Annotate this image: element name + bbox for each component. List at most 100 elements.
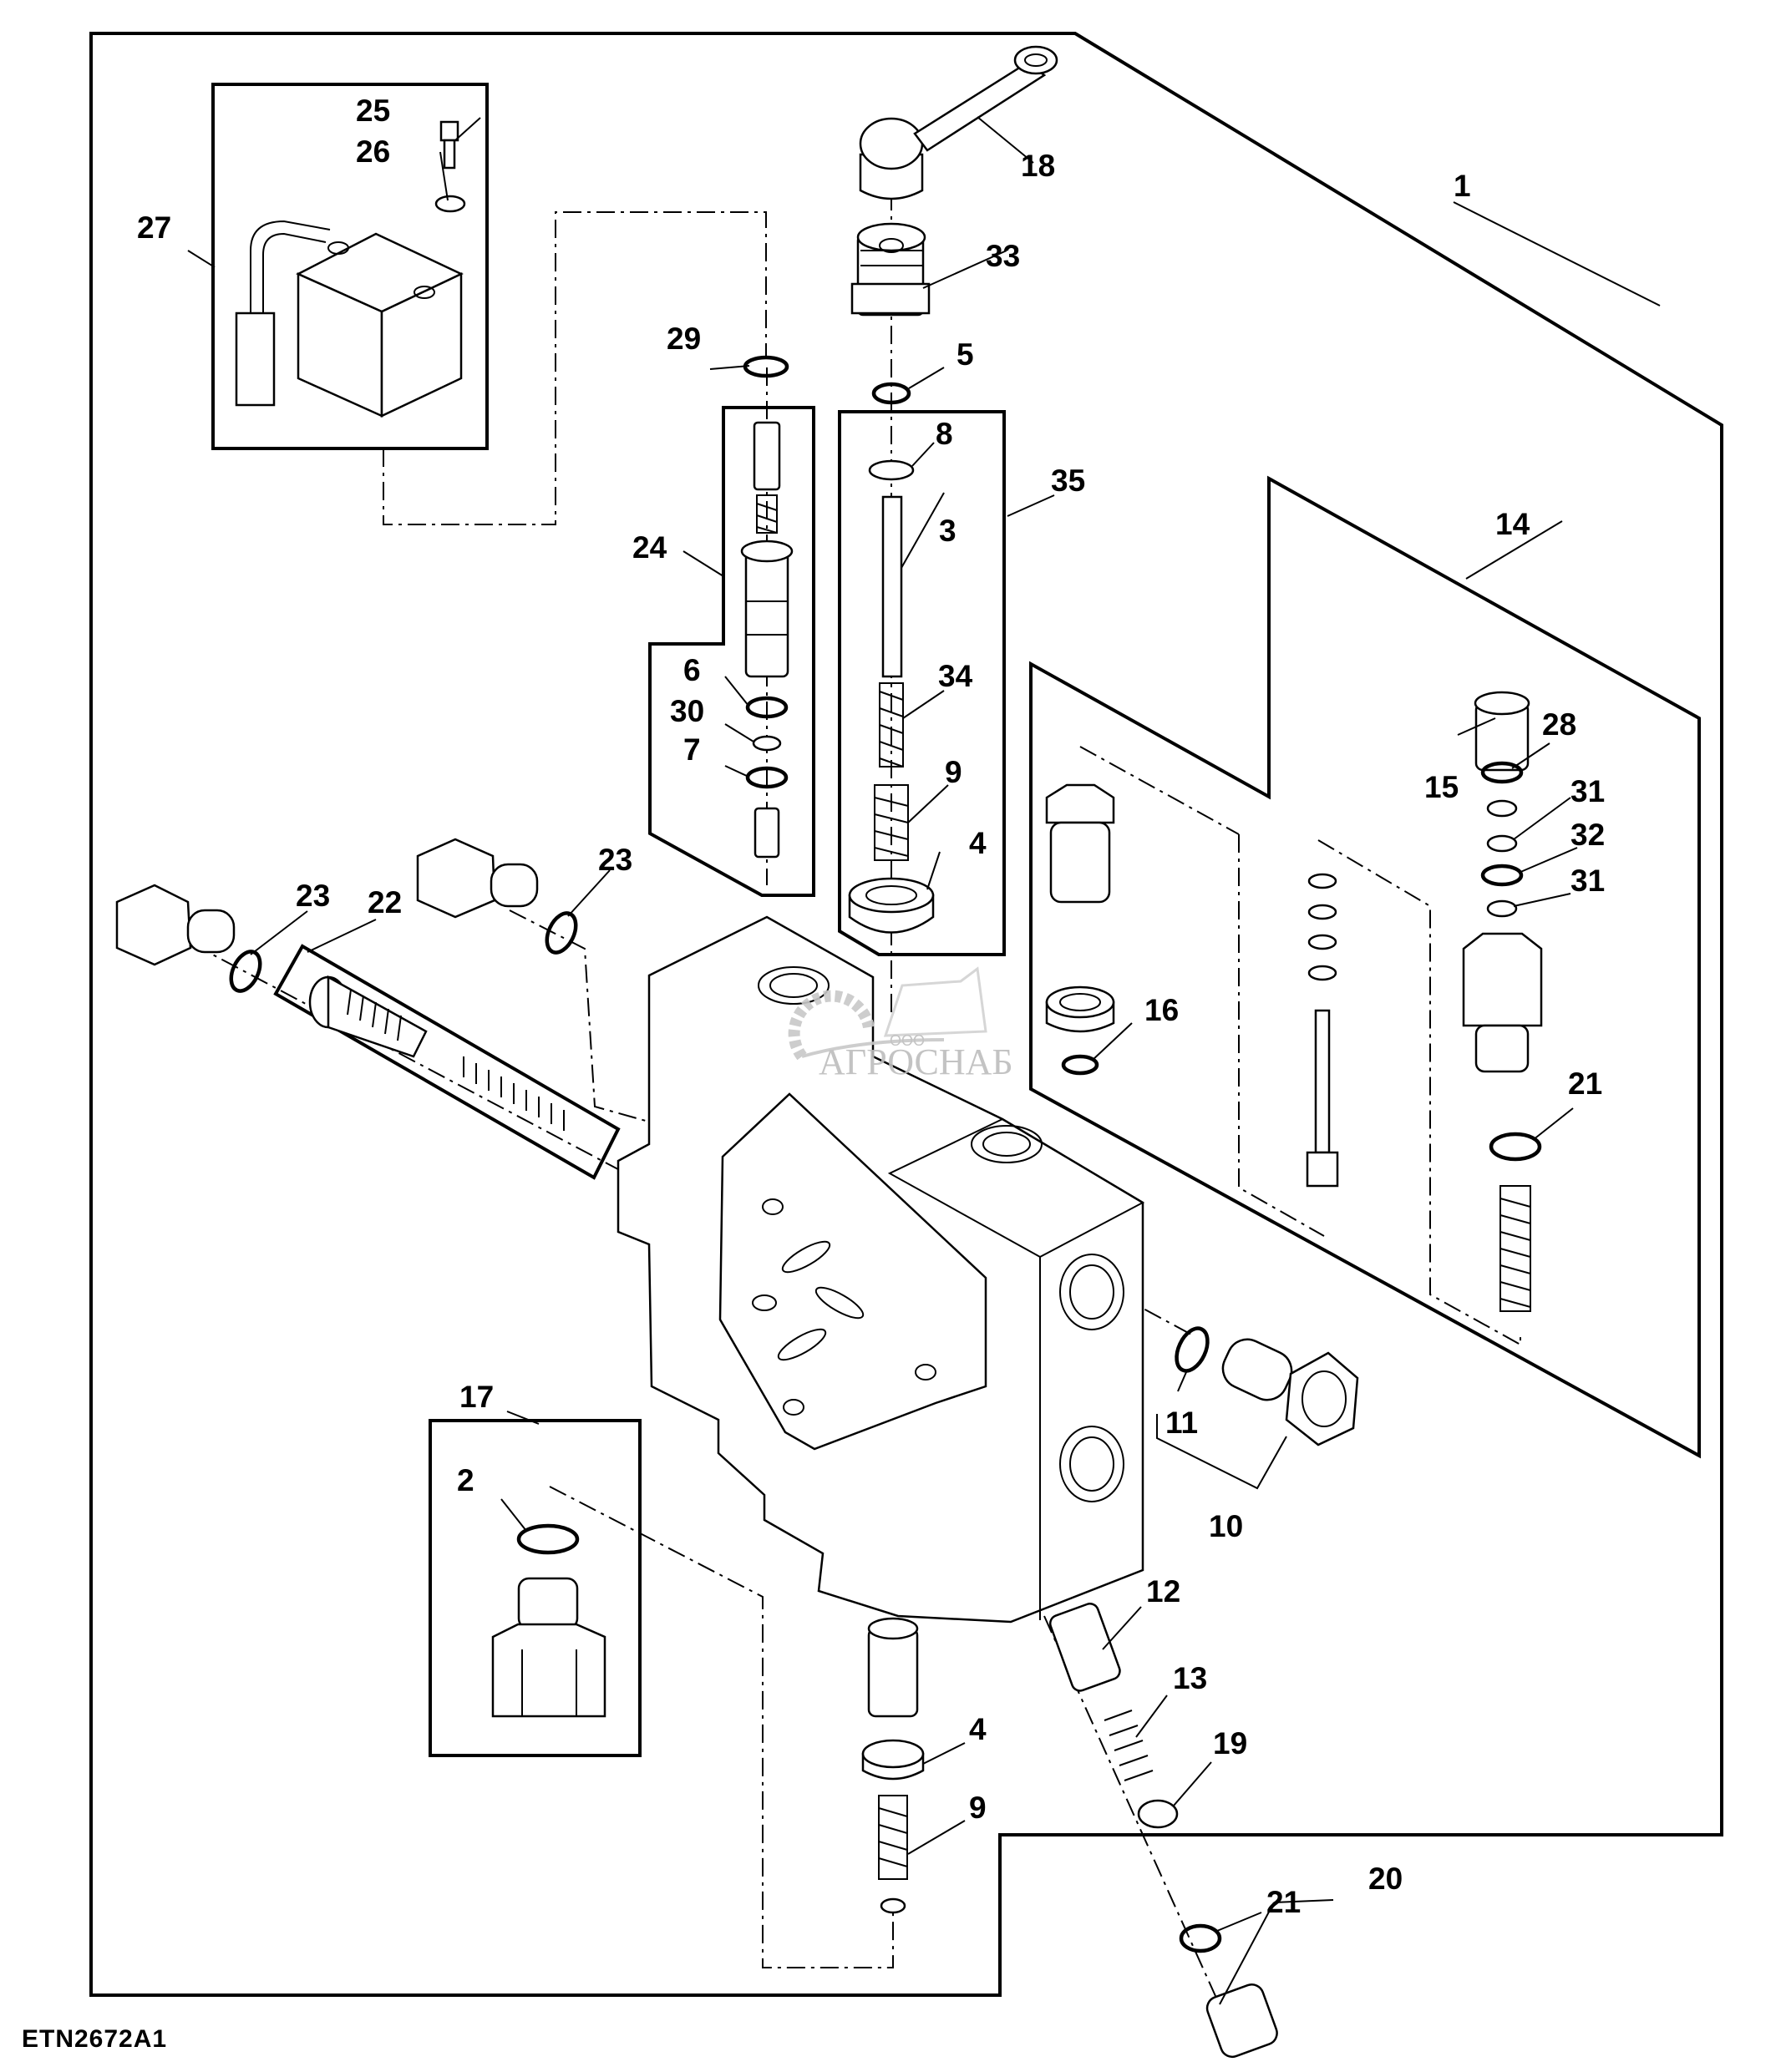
callout-13: 13 [1173,1661,1207,1695]
part-lower-spool [867,1617,919,1718]
callout-32: 32 [1570,818,1605,852]
callout-15: 15 [1424,770,1459,804]
part-22-spool [308,975,428,1058]
part-5-oring [871,382,911,405]
axis-16b [1238,834,1325,1237]
part-lower-washer [880,1897,906,1914]
part-11-oring [1175,1326,1210,1373]
callout-4-upper: 4 [969,826,987,860]
callout-35: 35 [1051,464,1085,498]
callout-25: 25 [356,94,390,128]
part-32-oring [1480,864,1524,887]
axis-23 [509,909,652,1123]
callout-12: 12 [1146,1574,1180,1608]
part-26-washer [434,195,466,213]
part-31-washer-a [1486,799,1518,818]
callout-9-upper: 9 [945,755,962,789]
part-16-fitting [1045,783,1115,1033]
callout-19: 19 [1213,1726,1247,1760]
callout-17: 17 [459,1380,494,1414]
callout-31-upper: 31 [1570,774,1605,808]
leader-lines [187,116,1661,2005]
group-box-22 [273,944,621,1180]
part-4-seat-lower [861,1739,925,1781]
callout-23-right: 23 [598,843,632,877]
callout-11: 11 [1165,1406,1198,1440]
callout-6: 6 [683,653,701,687]
part-25-bolt [439,120,459,170]
assembly-frame-1 [89,32,1723,1997]
part-23-oring-right [545,911,578,955]
axis-valve [1317,839,1521,1346]
callout-18: 18 [1021,149,1055,183]
callout-9-lower: 9 [969,1791,987,1825]
figure-id: ETN2672A1 [22,2025,167,2053]
callout-21-upper: 21 [1568,1066,1602,1101]
part-19-washer [1137,1799,1179,1829]
callout-labels: 1 25 26 27 18 33 5 29 8 35 3 14 24 6 34 … [137,94,1605,1919]
callout-29: 29 [667,322,701,356]
part-21-oring-upper [1489,1132,1542,1162]
part-10-plug [1221,1338,1359,1446]
callout-20: 20 [1368,1862,1403,1896]
part-23-plug-right [416,838,539,919]
callout-7: 7 [683,732,701,767]
part-2-oring [516,1523,580,1555]
part-24-plug [754,807,780,859]
callout-22: 22 [368,885,402,919]
part-24-spool [740,540,794,678]
part-14-hex-body [1462,932,1543,1073]
callout-26: 26 [356,134,390,169]
callout-8: 8 [936,417,953,451]
callout-4-lower: 4 [969,1712,987,1746]
part-6-oring [745,696,789,719]
part-9-spring-lower [878,1795,908,1880]
part-24-spring [756,494,778,534]
callout-34: 34 [938,659,973,693]
group-box-14 [1029,475,1701,1459]
watermark-brand-text: АГРОСНАБ [819,1041,1013,1082]
callout-1: 1 [1454,169,1471,203]
part-14-stem [1306,873,1339,1188]
part-13-spring [1104,1710,1154,1781]
part-18-cap [859,45,1058,200]
callout-5: 5 [957,337,974,372]
callout-10: 10 [1209,1509,1243,1543]
part-30-washer [752,735,782,752]
part-14-spring [1499,1185,1531,1312]
part-21-oring-lower [1179,1923,1222,1953]
group-box-24 [648,406,815,897]
part-31-washer-b [1486,834,1518,853]
part-33-plug [850,222,931,317]
callout-31-lower: 31 [1570,864,1605,898]
axis-10 [1085,1277,1195,1337]
watermark-logo: ООО АГРОСНАБ [788,966,1013,1082]
part-27-solenoid [235,220,464,418]
group-box-17 [429,1419,642,1757]
callout-24: 24 [632,530,667,565]
callout-28: 28 [1542,707,1576,742]
part-22-spring [463,1056,565,1131]
part-28-oring [1480,761,1524,784]
part-4-seat-upper [848,877,935,934]
axis-16 [1079,746,1240,835]
part-31-washer-c [1486,899,1518,918]
part-16-oring [1061,1054,1099,1076]
part-3-pin [881,495,903,678]
callout-27: 27 [137,210,171,245]
group-box-35 [838,410,1006,956]
axis-22 [191,943,644,1183]
axis-17 [549,1486,894,1968]
watermark-small-text: ООО [890,1032,925,1049]
part-24-plunger [753,421,781,491]
part-15-plug [1474,691,1530,772]
axis-solenoid [383,211,767,525]
part-7-oring [745,766,789,789]
callout-23-left: 23 [296,879,330,913]
callout-3: 3 [939,514,957,548]
part-12-piston [1048,1603,1121,1692]
part-34-spring [879,682,904,768]
callout-2: 2 [457,1463,474,1497]
callout-30: 30 [670,694,704,728]
